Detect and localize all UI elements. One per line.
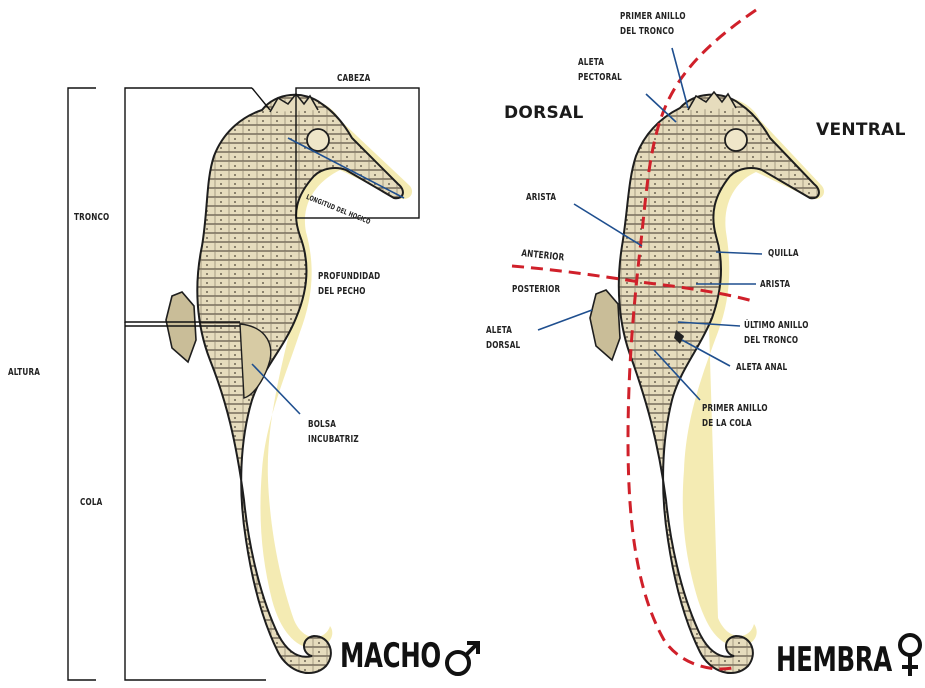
label-ventral: VENTRAL [816, 120, 906, 140]
label-tronco: TRONCO [74, 212, 109, 224]
male-dorsal-fin [166, 292, 196, 362]
primer-anillo-tronco-pointer [672, 48, 688, 108]
label-aleta-pectoral-2: PECTORAL [578, 72, 622, 84]
aleta-pectoral-pointer [646, 94, 676, 122]
female-dorsal-fin [590, 290, 620, 360]
label-cola: COLA [80, 497, 102, 509]
label-quilla: QUILLA [768, 248, 799, 260]
male-symbol-icon [447, 643, 478, 674]
female-crown [688, 92, 736, 110]
female-title: HEMBRA [776, 640, 892, 680]
label-profundidad-1: PROFUNDIDAD [318, 271, 380, 283]
label-aleta-dorsal-1: ALETA [486, 325, 512, 337]
female-eye [725, 129, 747, 151]
label-aleta-pectoral-1: ALETA [578, 57, 604, 69]
male-crown [270, 94, 318, 112]
label-altura: ALTURA [8, 367, 40, 379]
label-dorsal: DORSAL [504, 103, 584, 123]
female-symbol-icon [900, 635, 920, 676]
head-box-connector [252, 88, 270, 110]
label-primer-anillo-tronco-1: PRIMER ANILLO [620, 11, 686, 23]
label-primer-anillo-cola-1: PRIMER ANILLO [702, 403, 768, 415]
label-posterior: POSTERIOR [512, 284, 560, 296]
label-aleta-anal: ALETA ANAL [736, 362, 787, 374]
altura-bracket [68, 88, 96, 680]
aleta-dorsal-pointer [538, 310, 592, 330]
label-profundidad-2: DEL PECHO [318, 286, 366, 298]
label-arista-right: ARISTA [760, 279, 790, 291]
label-arista-top: ARISTA [526, 192, 556, 204]
male-title: MACHO [340, 636, 441, 676]
bolsa-pointer [252, 364, 300, 414]
label-ultimo-anillo-1: ÚLTIMO ANILLO [744, 320, 809, 332]
label-ultimo-anillo-2: DEL TRONCO [744, 335, 798, 347]
label-aleta-dorsal-2: DORSAL [486, 340, 520, 352]
label-primer-anillo-tronco-2: DEL TRONCO [620, 26, 674, 38]
female-seahorse [590, 92, 824, 673]
label-primer-anillo-cola-2: DE LA COLA [702, 418, 752, 430]
label-bolsa-1: BOLSA [308, 419, 336, 431]
label-bolsa-2: INCUBATRIZ [308, 434, 359, 446]
male-seahorse [166, 94, 412, 673]
label-cabeza: CABEZA [337, 73, 370, 85]
male-eye [307, 129, 329, 151]
